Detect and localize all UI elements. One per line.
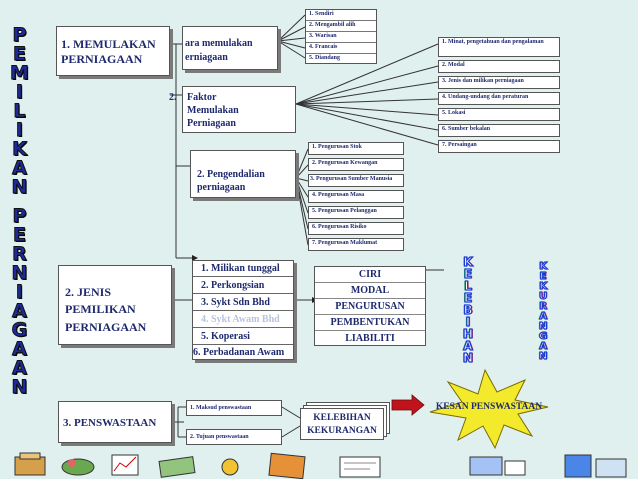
food-icon: [61, 458, 95, 476]
list-item: 3. Jenis dan milikan perniagaan: [438, 76, 560, 89]
book-icon: [469, 456, 526, 476]
burst-shape: [429, 368, 549, 450]
list-item: 4. Francais: [306, 43, 376, 54]
list-item: 1. Milikan tunggal: [193, 261, 293, 277]
list-item: 1. Pengurusan Stok: [308, 142, 404, 155]
faktor-list: 1. Minat, pengetahuan dan pengalaman 2. …: [438, 37, 560, 153]
pengurusan-list: 1. Pengurusan Stok 2. Pengurusan Kewanga…: [308, 142, 404, 251]
milikan-list: 1. Milikan tunggal 2. Perkongsian 3. Syk…: [192, 260, 294, 360]
pengendalian-box: 2. Pengendalian perniagaan: [190, 150, 296, 198]
list-item: PEMBENTUKAN: [315, 315, 425, 331]
list-item: 1. Sendiri: [306, 10, 376, 21]
tujuan-penswastaan: 2. Tujuan penswastaan: [186, 429, 282, 445]
list-item: 7. Persaingan: [438, 140, 560, 153]
list-item: LIABILITI: [345, 333, 395, 344]
maksud-penswastaan: 1. Maksud penswastaan: [186, 400, 282, 416]
faktor-label: Faktor Memulakan Perniagaan: [187, 92, 239, 129]
kesan-label: KESAN PENSWASTAAN: [435, 402, 543, 412]
list-item: 1. Minat, pengetahuan dan pengalaman: [438, 37, 560, 57]
red-arrow-icon: [391, 394, 425, 416]
list-item: 6. Pengurusan Risiko: [308, 222, 404, 235]
list-item: 4. Undang-undang dan peraturan: [438, 92, 560, 105]
list-item: 6. Perbadanan Awam: [193, 347, 285, 358]
cara-list: 1. Sendiri 2. Mengambil alih 3. Warisan …: [305, 9, 377, 64]
section-jenis: 2. JENIS PEMILIKAN PERNIAGAAN: [58, 265, 172, 345]
ciri-list: CIRI MODAL PENGURUSAN PEMBENTUKAN LIABIL…: [314, 266, 426, 346]
list-item: 5. Pengurusan Pelanggan: [308, 206, 404, 219]
kelebihan-kekurangan-box: KELEBIHAN KEKURANGAN: [300, 408, 384, 440]
section-penswastaan-label: 3. PENSWASTAAN: [63, 417, 157, 429]
list-item: 2. Mengambil alih: [306, 21, 376, 32]
list-item: 2. Perkongsian: [193, 277, 293, 294]
list-item: 3. Sykt Sdn Bhd: [193, 294, 293, 311]
pengendalian-label: 2. Pengendalian perniagaan: [197, 169, 265, 193]
icon-strip: [14, 452, 627, 479]
cara-memulakan-label: ara memulakan erniagaan: [185, 38, 253, 63]
list-item: MODAL: [315, 283, 425, 299]
section-memulakan: 1. MEMULAKAN PERNIAGAAN: [56, 26, 170, 76]
card-icon: [339, 456, 381, 478]
list-item: CIRI: [315, 267, 425, 283]
faktor-number: 2.: [169, 92, 177, 103]
chart-icon: [111, 454, 139, 476]
section-penswastaan: 3. PENSWASTAAN: [58, 401, 172, 443]
list-item: 7. Pengurusan Maklumat: [308, 238, 404, 251]
section-memulakan-label: 1. MEMULAKAN PERNIAGAAN: [61, 37, 156, 66]
list-item: 6. Sumber bekalan: [438, 124, 560, 137]
list-item: 2. Pengurusan Kewangan: [308, 158, 404, 171]
list-item: 4. Sykt Awam Bhd: [193, 311, 293, 328]
money-icon: [158, 456, 239, 478]
list-item: 5. Diandang: [309, 55, 341, 61]
list-item: 4. Pengurusan Masa: [308, 190, 404, 203]
list-item: 3. Pengurusan Sumber Manusia: [308, 174, 404, 187]
list-item: PENGURUSAN: [315, 299, 425, 315]
list-item: 5. Koperasi: [193, 328, 293, 345]
list-item: 2. Modal: [438, 60, 560, 73]
box-icon: [14, 452, 46, 476]
section-jenis-label: 2. JENIS PEMILIKAN PERNIAGAAN: [65, 285, 147, 334]
printer-icon: [564, 454, 627, 478]
cara-memulakan-box: ara memulakan erniagaan: [182, 26, 278, 70]
list-item: 5. Lokasi: [438, 108, 560, 121]
notebook-icon: [268, 452, 306, 479]
list-item: 3. Warisan: [306, 32, 376, 43]
kelebihan-kekurangan-label: KELEBIHAN KEKURANGAN: [307, 413, 377, 436]
faktor-box: 2. Faktor Memulakan Perniagaan: [169, 86, 296, 133]
